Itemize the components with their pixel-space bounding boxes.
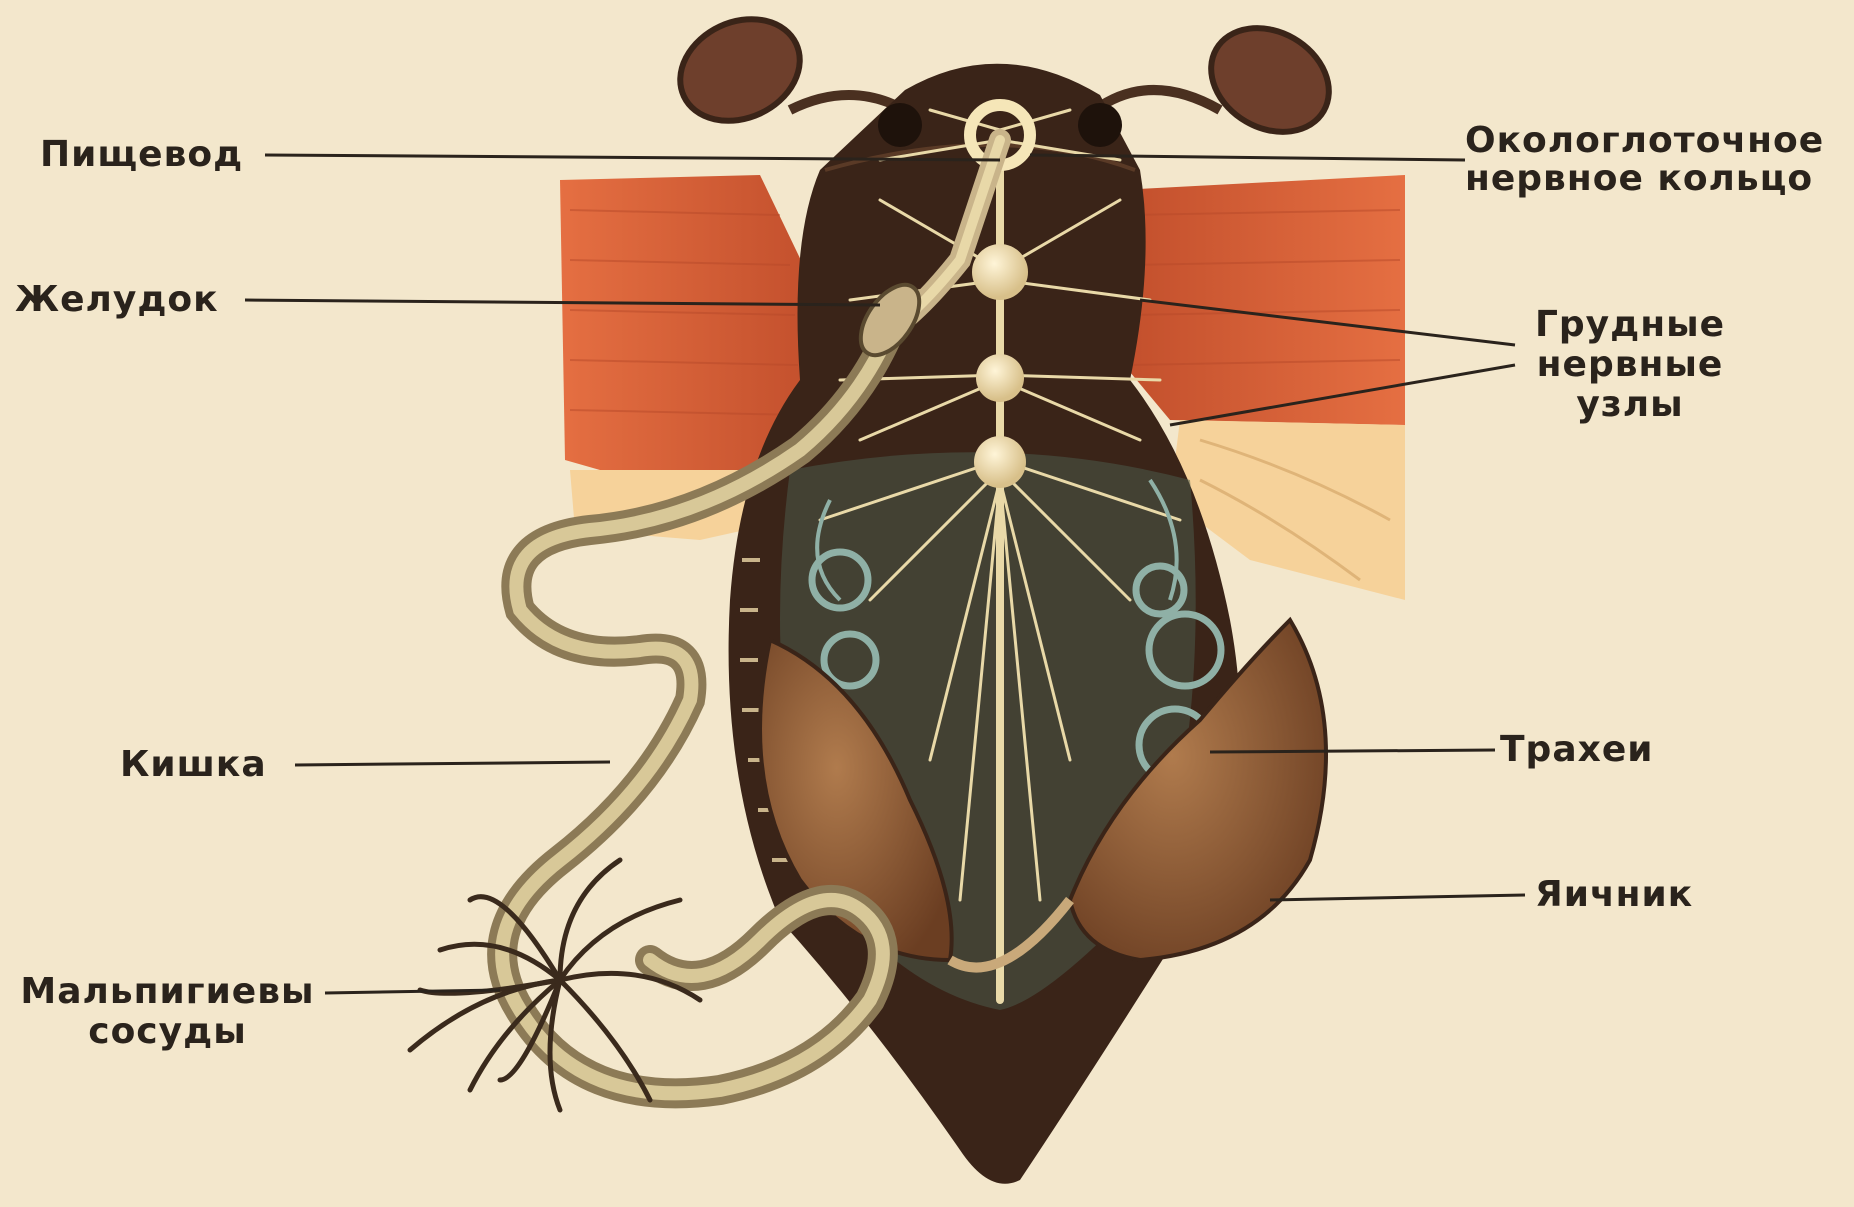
label-thoracic-line1: Грудные (1525, 305, 1735, 345)
label-thoracic-line3: узлы (1525, 385, 1735, 425)
label-pharyngeal-line1: Окологлоточное (1465, 122, 1824, 160)
label-malpighian-line2: сосуды (10, 1012, 325, 1052)
thoracic-ganglia (972, 244, 1028, 488)
leader-intestine (295, 762, 610, 765)
label-tracheae: Трахеи (1500, 730, 1653, 770)
label-malpighian-line1: Мальпигиевы (10, 972, 325, 1012)
malpighian-tubules (410, 860, 700, 1110)
label-pharyngeal-line2: нервное кольцо (1465, 160, 1824, 198)
label-thoracic-ganglia: Грудные нервные узлы (1525, 305, 1735, 425)
label-intestine: Кишка (120, 745, 267, 785)
label-thoracic-line2: нервные (1525, 345, 1735, 385)
leader-tracheae (1210, 750, 1495, 752)
label-ovary: Яичник (1535, 875, 1693, 915)
label-esophagus: Пищевод (40, 135, 243, 175)
label-pharyngeal-nerve-ring: Окологлоточное нервное кольцо (1465, 122, 1824, 198)
leader-ovary (1270, 895, 1525, 900)
label-malpighian-tubules: Мальпигиевы сосуды (10, 972, 325, 1052)
label-stomach: Желудок (15, 280, 219, 320)
